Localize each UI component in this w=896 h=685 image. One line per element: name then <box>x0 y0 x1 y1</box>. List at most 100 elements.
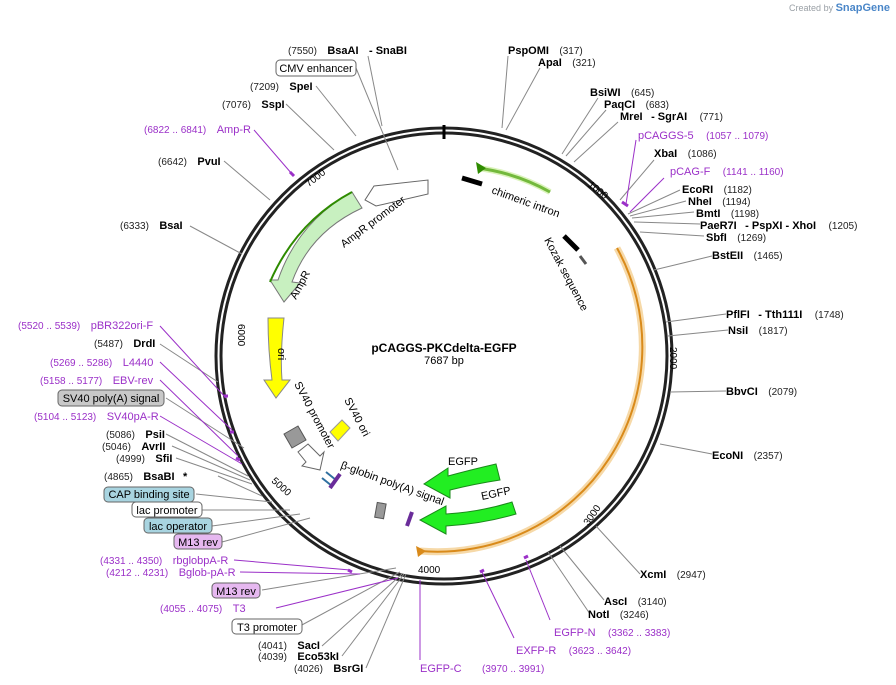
enzyme-bbvci[interactable]: BbvCI (2079) <box>726 382 797 399</box>
chimeric-intron-arrowhead <box>476 162 486 174</box>
sv40-promoter-arrow[interactable] <box>297 443 325 471</box>
primer-l4440-name: L4440 <box>123 357 154 369</box>
primer-t3[interactable]: (4055 .. 4075) T3 <box>160 599 246 616</box>
primer-pcaggs5[interactable]: pCAGGS-5 (1057 .. 1079) <box>638 126 768 143</box>
m13-rev-label-1: M13 rev <box>178 537 218 549</box>
primer-line-l4440 <box>159 361 233 431</box>
lac-promoter-box[interactable] <box>131 501 203 518</box>
sv40-ori-marker[interactable] <box>329 419 351 442</box>
enzyme-pspomi[interactable]: PspOMI (317) <box>508 41 583 58</box>
enzyme-xcmi[interactable]: XcmI (2947) <box>640 565 706 582</box>
egfp-orange-arc-line <box>419 247 644 553</box>
enzyme-noti[interactable]: NotI (3246) <box>588 605 649 622</box>
primer-line-exfpr <box>481 571 515 639</box>
egfp-gene-1[interactable] <box>423 463 501 499</box>
primer-exfpr-range: (3623 .. 3642) <box>569 646 631 657</box>
ori-feature[interactable] <box>263 317 292 399</box>
enzyme-drdi[interactable]: (5487) DrdI <box>94 334 155 351</box>
enzyme-ecori[interactable]: EcoRI (1182) <box>682 180 752 197</box>
primer-rbglobpa[interactable]: (4331 .. 4350) rbglobpA-R <box>100 551 228 568</box>
enzyme-bsaai[interactable]: (7550) BsaAI - SnaBI <box>288 41 407 58</box>
primer-line-rbglob <box>233 559 351 571</box>
leader-m13-2 <box>261 567 397 591</box>
leader-sv40pa <box>165 397 245 449</box>
enzyme-noti-pos: (3246) <box>620 610 649 621</box>
enzyme-spei[interactable]: (7209) SpeI <box>250 77 313 94</box>
primer-mark-bglob <box>347 568 353 574</box>
enzyme-nhei[interactable]: NheI (1194) <box>688 192 750 209</box>
enzyme-mrei[interactable]: MreI - SgrAI (771) <box>620 107 723 124</box>
enzyme-avrii-pos: (5046) <box>102 442 131 453</box>
enzyme-spei-name: SpeI <box>289 81 312 93</box>
enzyme-sgrai-name: - SgrAI <box>651 111 687 123</box>
sv40-polya-box[interactable] <box>283 425 307 449</box>
m13-rev-box-2[interactable] <box>211 582 261 599</box>
enzyme-pflfi[interactable]: PflFI - Tth111I (1748) <box>726 305 844 322</box>
lac-operator-label: lac operator <box>149 521 207 533</box>
tick-6000: 6000 <box>235 324 246 347</box>
enzyme-bsteii-name: BstEII <box>712 250 743 262</box>
primer-pbr322[interactable]: (5520 .. 5539) pBR322ori-F <box>18 316 153 333</box>
primer-exfpr[interactable]: EXFP-R (3623 .. 3642) <box>516 641 631 658</box>
lac-operator-box[interactable] <box>143 517 213 534</box>
enzyme-paqci-name: PaqCI <box>604 99 635 111</box>
enzyme-asci[interactable]: AscI (3140) <box>604 592 667 609</box>
primer-ebv[interactable]: (5158 .. 5177) EBV-rev <box>40 371 154 388</box>
enzyme-psii[interactable]: (5086) PsiI <box>106 425 165 442</box>
enzyme-apai[interactable]: ApaI (321) <box>538 53 596 70</box>
enzyme-sfii[interactable]: (4999) SfiI <box>116 449 172 466</box>
enzyme-bsiwi[interactable]: BsiWI (645) <box>590 83 654 100</box>
enzyme-nsii[interactable]: NsiI (1817) <box>728 321 788 338</box>
enzyme-pspomi-name: PspOMI <box>508 45 549 57</box>
cmv-enhancer-box[interactable] <box>275 59 357 77</box>
enzyme-sspi[interactable]: (7076) SspI <box>222 95 285 112</box>
enzyme-econi[interactable]: EcoNI (2357) <box>712 446 783 463</box>
primer-pcagf[interactable]: pCAG-F (1141 .. 1160) <box>670 162 784 179</box>
enzyme-bsteii[interactable]: BstEII (1465) <box>712 246 783 263</box>
primer-t3-name: T3 <box>233 603 246 615</box>
primer-l4440[interactable]: (5269 .. 5286) L4440 <box>50 353 153 370</box>
enzyme-bsabi-name: BsaBI <box>143 471 174 483</box>
enzyme-sbfi[interactable]: SbfI (1269) <box>706 228 766 245</box>
egfp-gene-2[interactable] <box>418 501 517 535</box>
primer-ampr[interactable]: (6822 .. 6841) Amp-R <box>144 120 251 137</box>
leader-apai <box>505 67 541 131</box>
primer-bglobpa[interactable]: (4212 .. 4231) Bglob-pA-R <box>106 563 236 580</box>
primer-bglobpa-name: Bglob-pA-R <box>179 567 236 579</box>
t3-promoter-box[interactable] <box>231 618 303 635</box>
tick-7000: 7000 <box>304 167 329 190</box>
ampr-promoter[interactable] <box>364 179 429 207</box>
enzyme-xbai[interactable]: XbaI (1086) <box>654 144 717 161</box>
enzyme-nsii-name: NsiI <box>728 325 748 337</box>
enzyme-nhei-name: NheI <box>688 196 712 208</box>
primer-egfpc[interactable]: EGFP-C (3970 .. 3991) <box>420 659 544 676</box>
enzyme-eco53ki[interactable]: (4039) Eco53kI <box>258 647 339 664</box>
m13-rev-box-1[interactable] <box>173 533 223 550</box>
enzyme-bmti[interactable]: BmtI (1198) <box>696 204 759 221</box>
ampr-gene[interactable] <box>269 191 363 303</box>
leader-sspi <box>285 103 335 151</box>
right-leader-lines <box>501 55 729 615</box>
enzyme-drdi-name: DrdI <box>133 338 155 350</box>
enzyme-avrii[interactable]: (5046) AvrII <box>102 437 165 454</box>
left-leader-lines <box>159 55 407 669</box>
enzyme-bsai[interactable]: (6333) BsaI <box>120 216 183 233</box>
leader-spei <box>315 85 357 137</box>
lac-promoter-label: lac promoter <box>136 505 197 517</box>
enzyme-bsabi[interactable]: (4865) BsaBI * <box>104 467 188 484</box>
sv40-polya-signal-box[interactable] <box>57 389 165 407</box>
enzyme-bsai-name: BsaI <box>159 220 182 232</box>
primer-sv40pa-r[interactable]: (5104 .. 5123) SV40pA-R <box>34 407 159 424</box>
enzyme-saci[interactable]: (4041) SacI <box>258 636 320 653</box>
enzyme-bsrgi[interactable]: (4026) BsrGI <box>294 659 363 676</box>
enzyme-paqci[interactable]: PaqCI (683) <box>604 95 669 112</box>
small-feature-box[interactable] <box>374 501 387 520</box>
enzyme-pvui[interactable]: (6642) PvuI <box>158 152 221 169</box>
enzyme-psii-name: PsiI <box>145 429 165 441</box>
primer-line-pbr <box>159 325 227 399</box>
enzyme-paer7i[interactable]: PaeR7I - PspXI - XhoI (1205) <box>700 216 857 233</box>
kozak-marker <box>578 255 588 265</box>
enzyme-nsii-pos: (1817) <box>759 326 788 337</box>
primer-egfpn[interactable]: EGFP-N (3362 .. 3383) <box>554 623 670 640</box>
